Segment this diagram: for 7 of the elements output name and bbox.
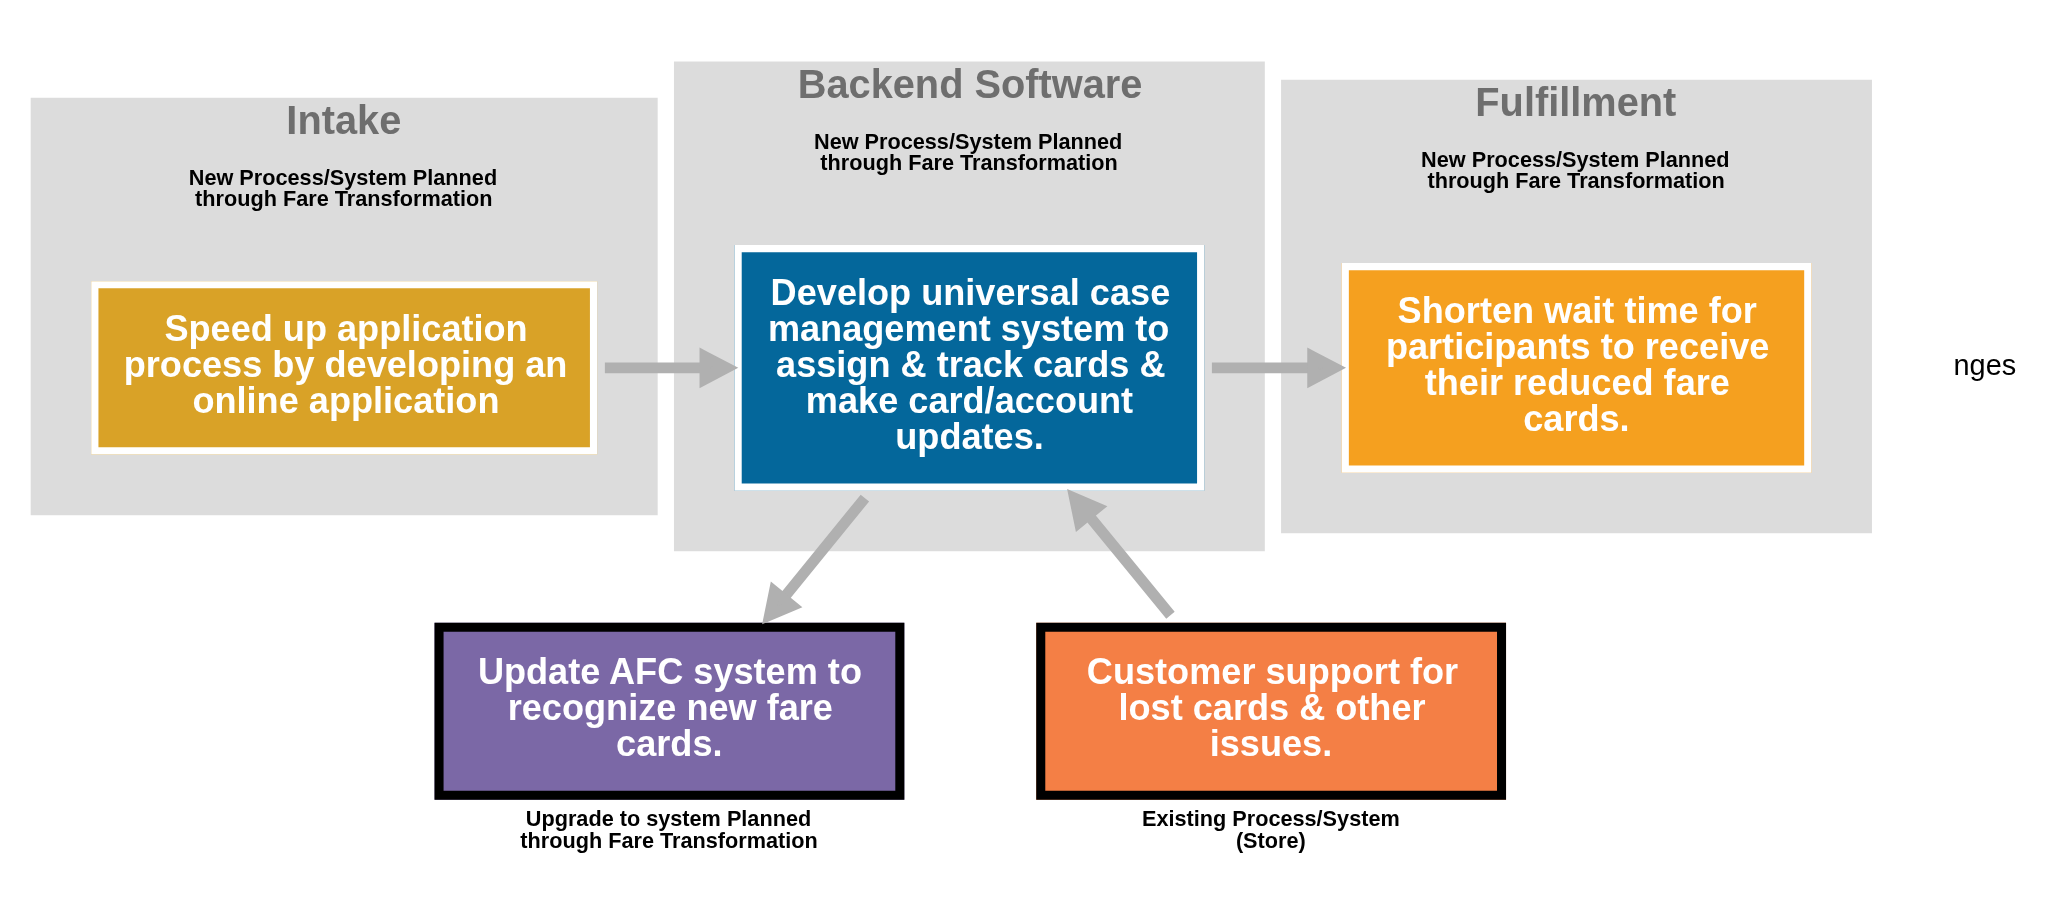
arrow	[1067, 489, 1175, 619]
arrow	[604, 347, 739, 389]
node-label: Existing Process/System (Store)	[1141, 806, 1400, 853]
label: nges	[1953, 348, 2017, 381]
arrow	[1211, 347, 1347, 389]
arrow	[762, 494, 870, 625]
node-label: Upgrade to system Planned through Fare Transformation	[520, 806, 818, 853]
